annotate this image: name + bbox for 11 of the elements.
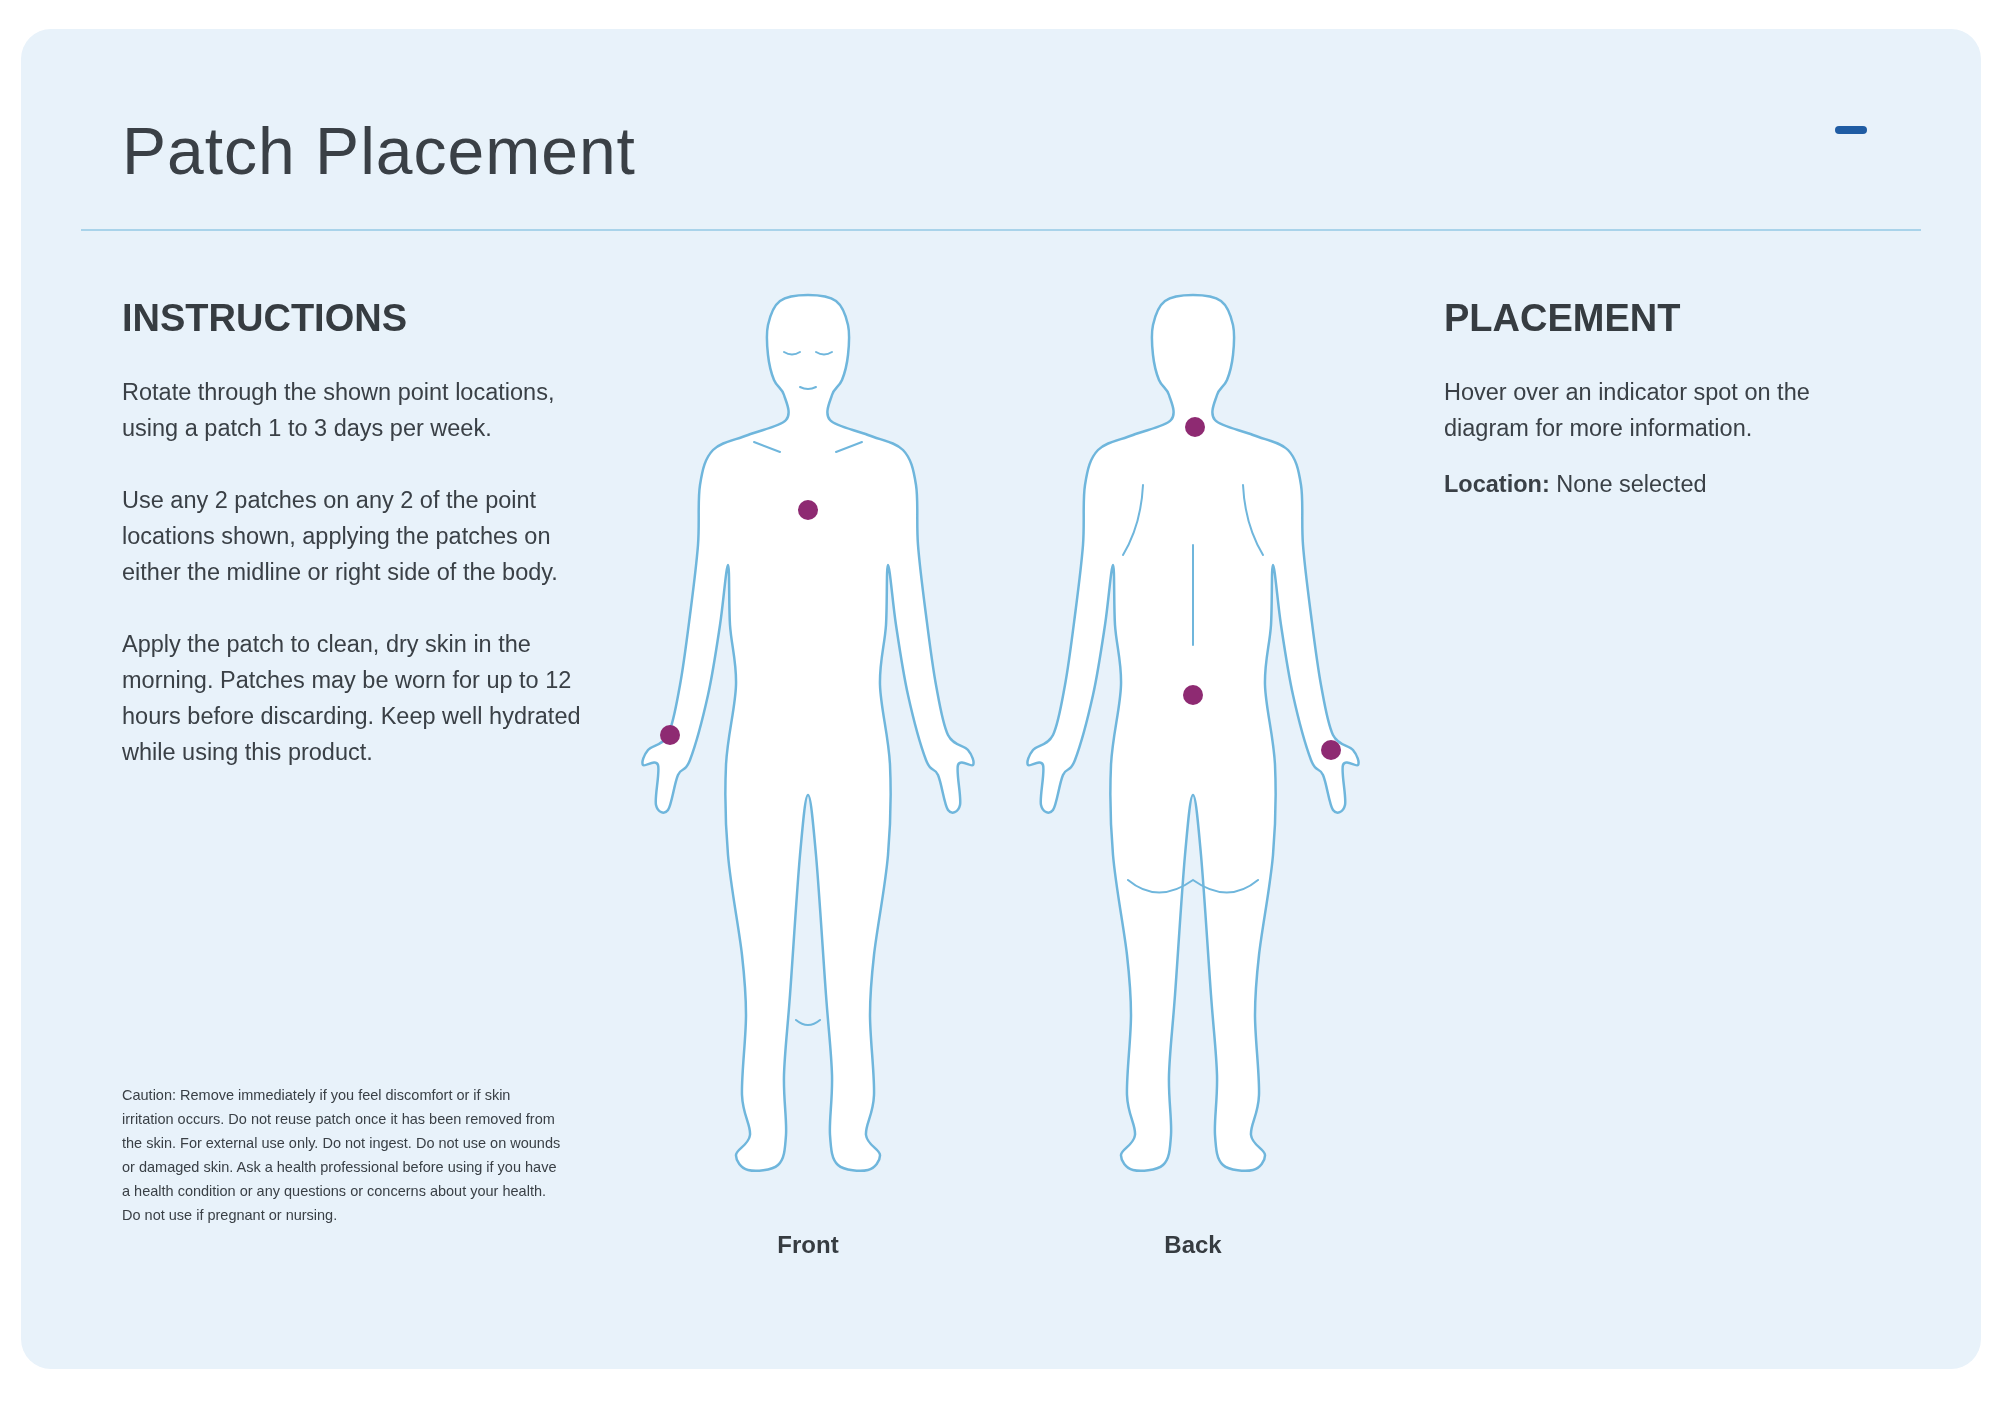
section-heading: PLACEMENT [1444, 297, 1682, 340]
figure-caption: Back [1163, 1231, 1223, 1259]
section-heading: INSTRUCTIONS [122, 297, 408, 340]
page-title: Patch Placement [122, 113, 636, 189]
location-status: Location: None selected [1444, 470, 1708, 499]
caution-note: Caution: Remove immediately if you feel discomfort or if skin irritation occurs. Do not reuse patch once it has been removed from the skin. For external use only. Do not ingest. Do not use on wounds or damaged skin. Ask a health professional before using if you have a health condition or any questions or concerns about your health. Do not use if pregnant or nursing. [122, 1086, 562, 1225]
instruction-paragraph: Rotate through the shown point locations, using a patch 1 to 3 days per week. [122, 378, 556, 443]
instruction-paragraph: Use any 2 patches on any 2 of the point locations shown, applying the patches on either the midline or right side of the body. [122, 486, 559, 587]
instruction-paragraph: Apply the patch to clean, dry skin in the morning. Patches may be worn for up to 12 hours before discarding. Keep well hydrated while using this product. [122, 630, 582, 767]
figure-caption: Front [776, 1231, 840, 1259]
hint-text: Hover over an indicator spot on the diagram for more information. [1444, 378, 1811, 443]
